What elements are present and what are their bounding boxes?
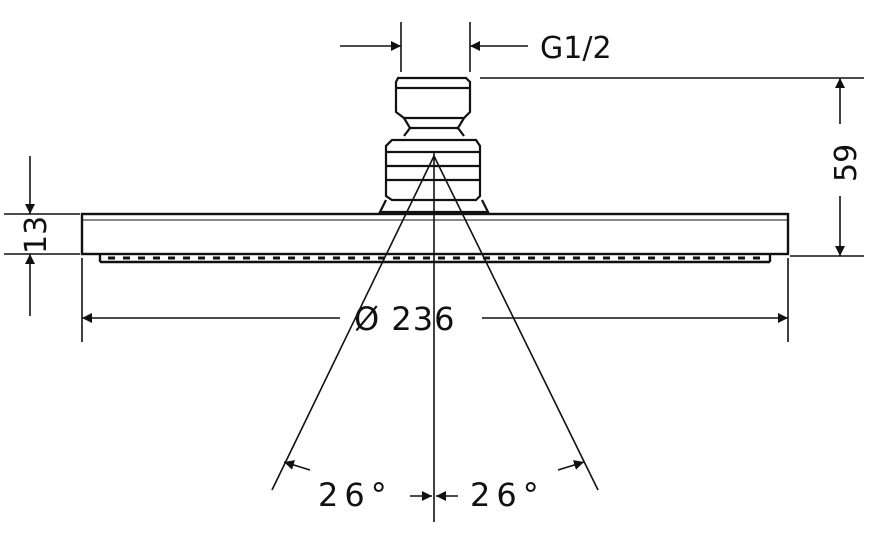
thread-label: G1/2: [540, 31, 612, 66]
diameter-dimension: [81, 258, 789, 342]
spray-cone: [271, 152, 599, 522]
thread-dimension: [340, 22, 528, 72]
angle-right-label: 26°: [470, 476, 545, 514]
height-label: 59: [829, 144, 864, 182]
thickness-label: 13: [19, 216, 54, 254]
thickness-dimension: [4, 156, 80, 316]
angle-dimension: [283, 460, 585, 501]
connector-fitting: [378, 76, 490, 214]
shower-head-plate: [80, 212, 790, 264]
angle-left-label: 26°: [318, 476, 393, 514]
height-dimension: [480, 77, 864, 257]
diameter-label: Ø 236: [354, 300, 455, 338]
